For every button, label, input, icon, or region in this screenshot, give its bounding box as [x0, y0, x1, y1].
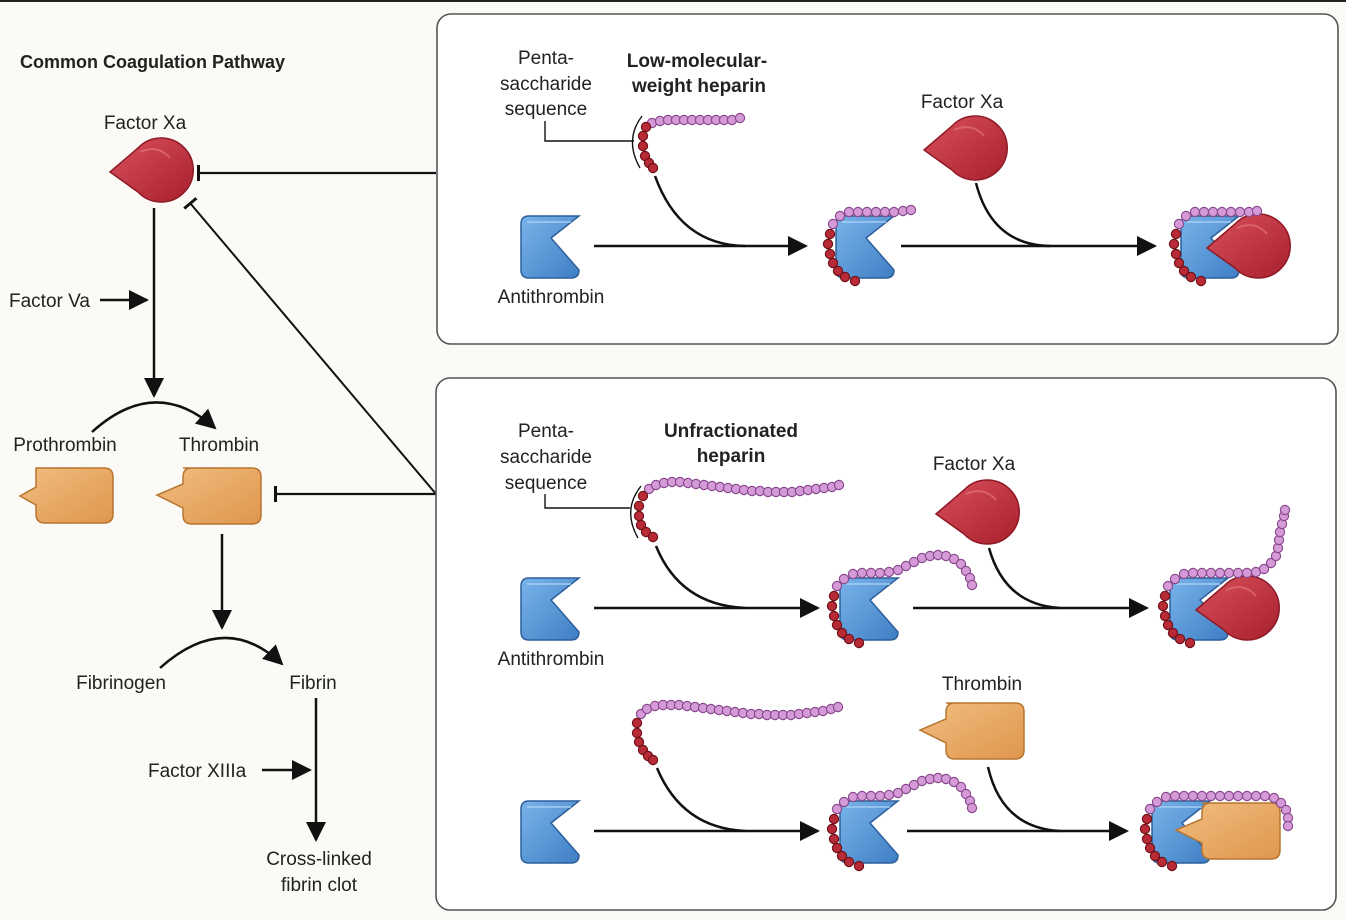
lmwh-ternary-chain: [1168, 205, 1263, 287]
ufh-inhibits-xa-line: [183, 197, 437, 495]
clot-label-line1: Cross-linked: [266, 849, 372, 870]
ufh-complex-chain-1: [826, 549, 978, 649]
lmwh-penta-line3: sequence: [505, 99, 587, 120]
ufh-penta-leader: [544, 494, 630, 509]
lmwh-factor-xa-label: Factor Xa: [921, 92, 1004, 113]
ufh-binding-curve-1: [654, 545, 746, 610]
lmwh-heparin-line1: Low-molecular-: [627, 51, 767, 72]
factor-va-label: Factor Va: [9, 291, 90, 312]
lmwh-factor-xa-icon: [922, 115, 1008, 181]
lmwh-panel: [436, 13, 1339, 345]
lmwh-penta-bracket: [631, 115, 643, 169]
prothrombin-icon: [18, 467, 114, 524]
ufh-thrombin-label: Thrombin: [942, 674, 1022, 695]
prothrombin-to-thrombin-arrow: [91, 401, 217, 433]
lmwh-complex-chain: [822, 204, 917, 287]
ufh-thrombin-icon: [918, 702, 1025, 760]
fibrin-label: Fibrin: [289, 673, 337, 694]
ufh-ternary-chain-1: [1157, 504, 1291, 649]
ufh-binding-curve-2: [655, 767, 746, 833]
ufh-penta-bracket: [630, 485, 642, 539]
prothrombin-label: Prothrombin: [13, 435, 117, 456]
ufh-factor-xa-icon: [934, 479, 1020, 545]
lmwh-penta-leader: [544, 121, 634, 142]
lmwh-penta-line2: saccharide: [500, 74, 592, 95]
ufh-thrombin-binding-curve: [986, 766, 1061, 833]
ufh-penta-line3: sequence: [505, 473, 587, 494]
lmwh-penta-line1: Penta-: [518, 48, 574, 69]
ufh-heparin-chain-2: [631, 699, 844, 766]
lmwh-antithrombin-label: Antithrombin: [498, 287, 605, 308]
ufh-ternary-chain-2: [1139, 790, 1294, 872]
ufh-xa-binding-curve: [987, 547, 1061, 610]
thrombin-icon: [155, 467, 262, 525]
ufh-antithrombin-icon: [520, 577, 582, 641]
ufh-penta-line2: saccharide: [500, 447, 592, 468]
factor-xa-icon: [108, 137, 194, 203]
clot-label-line2: fibrin clot: [281, 875, 358, 896]
ufh-heparin-chain-1: [633, 476, 845, 543]
lmwh-heparin-line2: weight heparin: [631, 76, 766, 97]
ufh-complex-chain-2: [826, 772, 978, 872]
ufh-antithrombin-label: Antithrombin: [498, 649, 605, 670]
ufh-bound-thrombin-icon: [1174, 802, 1281, 860]
lmwh-heparin-chain: [637, 112, 746, 174]
ufh-factor-xa-label: Factor Xa: [933, 454, 1016, 475]
pathway-factor-xa-label: Factor Xa: [104, 113, 187, 134]
thrombin-label: Thrombin: [179, 435, 259, 456]
fibrinogen-label: Fibrinogen: [76, 673, 166, 694]
ufh-antithrombin-icon-2: [520, 800, 582, 864]
antithrombin-icon: [520, 215, 582, 279]
ufh-heparin-line2: heparin: [697, 446, 766, 467]
pathway-title: Common Coagulation Pathway: [20, 52, 285, 72]
ufh-penta-line1: Penta-: [518, 421, 574, 442]
factor-xiiia-label: Factor XIIIa: [148, 761, 247, 782]
fibrinogen-to-fibrin-arrow: [159, 636, 284, 669]
ufh-heparin-line1: Unfractionated: [664, 421, 798, 442]
